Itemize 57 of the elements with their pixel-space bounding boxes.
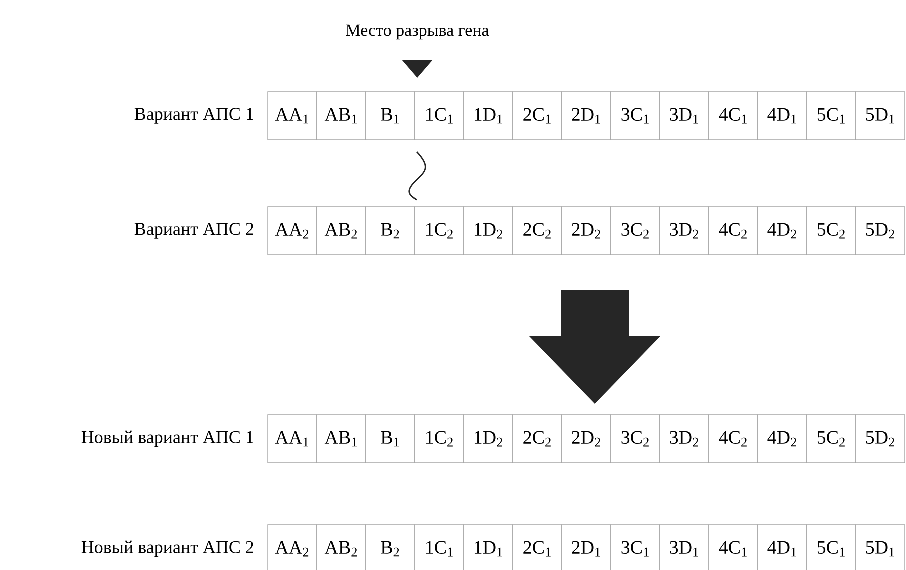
table-cell: AA$_{1}$ bbox=[268, 414, 318, 464]
table-cell: 3D$_{1}$ bbox=[660, 524, 710, 570]
table-cell: 4C$_{2}$ bbox=[708, 414, 758, 464]
table-cell: 1C$_{2}$ bbox=[414, 206, 464, 256]
table-cell: AB$_{2}$ bbox=[316, 524, 366, 570]
table-cell: 4C$_{2}$ bbox=[708, 206, 758, 256]
table-cell: 5D$_{1}$ bbox=[856, 524, 906, 570]
table-cell: 2C$_{1}$ bbox=[512, 92, 562, 140]
table-cell: B$_{2}$ bbox=[366, 524, 416, 570]
table-cell: 5D$_{1}$ bbox=[856, 92, 906, 140]
table-cell: B$_{2}$ bbox=[366, 206, 416, 256]
table-cell: 3D$_{2}$ bbox=[660, 414, 710, 464]
row-label: Вариант АПС 1 bbox=[134, 108, 254, 124]
row-label: Новый вариант АПС 2 bbox=[82, 540, 254, 558]
row-label: Новый вариант АПС 1 bbox=[82, 430, 254, 448]
table-cell: B$_{1}$ bbox=[366, 92, 416, 140]
table-cell: 2C$_{2}$ bbox=[512, 414, 562, 464]
table-cell: AA$_{2}$ bbox=[268, 524, 318, 570]
table-cell: 5D$_{2}$ bbox=[856, 206, 906, 256]
table-cell: 5C$_{1}$ bbox=[806, 524, 856, 570]
table-cell: 2D$_{2}$ bbox=[562, 206, 612, 256]
table-cell: AB$_{1}$ bbox=[316, 92, 366, 140]
table-cell: 5D$_{2}$ bbox=[856, 414, 906, 464]
table-cell: 4D$_{2}$ bbox=[758, 414, 808, 464]
table-cell: 3C$_{2}$ bbox=[610, 414, 660, 464]
caption-text: Место разрыва гена bbox=[346, 24, 490, 40]
table-cell: 5C$_{1}$ bbox=[806, 92, 856, 140]
table-cell: 3C$_{1}$ bbox=[610, 92, 660, 140]
table-cell: 5C$_{2}$ bbox=[806, 414, 856, 464]
table-cell: AB$_{2}$ bbox=[316, 206, 366, 256]
table-cell: 4C$_{1}$ bbox=[708, 92, 758, 140]
table-cell: 4D$_{1}$ bbox=[758, 92, 808, 140]
table-cell: 1D$_{2}$ bbox=[464, 414, 514, 464]
table-cell: 4D$_{1}$ bbox=[758, 524, 808, 570]
table-cell: 3C$_{2}$ bbox=[610, 206, 660, 256]
table-cell: 3D$_{2}$ bbox=[660, 206, 710, 256]
table-cell: 1D$_{2}$ bbox=[464, 206, 514, 256]
table-cell: 4D$_{2}$ bbox=[758, 206, 808, 256]
table-cell: 1C$_{1}$ bbox=[414, 92, 464, 140]
table-cell: 1C$_{1}$ bbox=[414, 524, 464, 570]
table-cell: 1D$_{1}$ bbox=[464, 524, 514, 570]
table-cell: 1C$_{2}$ bbox=[414, 414, 464, 464]
table-cell: 4C$_{1}$ bbox=[708, 524, 758, 570]
table-cell: 3D$_{1}$ bbox=[660, 92, 710, 140]
table-cell: AB$_{1}$ bbox=[316, 414, 366, 464]
table-cell: 2D$_{1}$ bbox=[562, 524, 612, 570]
table-cell: AA$_{1}$ bbox=[268, 92, 318, 140]
table-cell: B$_{1}$ bbox=[366, 414, 416, 464]
table-cell: 2D$_{2}$ bbox=[562, 414, 612, 464]
table-cell: 2C$_{2}$ bbox=[512, 206, 562, 256]
table-cell: 5C$_{2}$ bbox=[806, 206, 856, 256]
table-cell: 3C$_{1}$ bbox=[610, 524, 660, 570]
table-cell: 1D$_{1}$ bbox=[464, 92, 514, 140]
table-cell: AA$_{2}$ bbox=[268, 206, 318, 256]
table-cell: 2C$_{1}$ bbox=[512, 524, 562, 570]
row-label: Вариант АПС 2 bbox=[134, 223, 254, 239]
table-cell: 2D$_{1}$ bbox=[562, 92, 612, 140]
